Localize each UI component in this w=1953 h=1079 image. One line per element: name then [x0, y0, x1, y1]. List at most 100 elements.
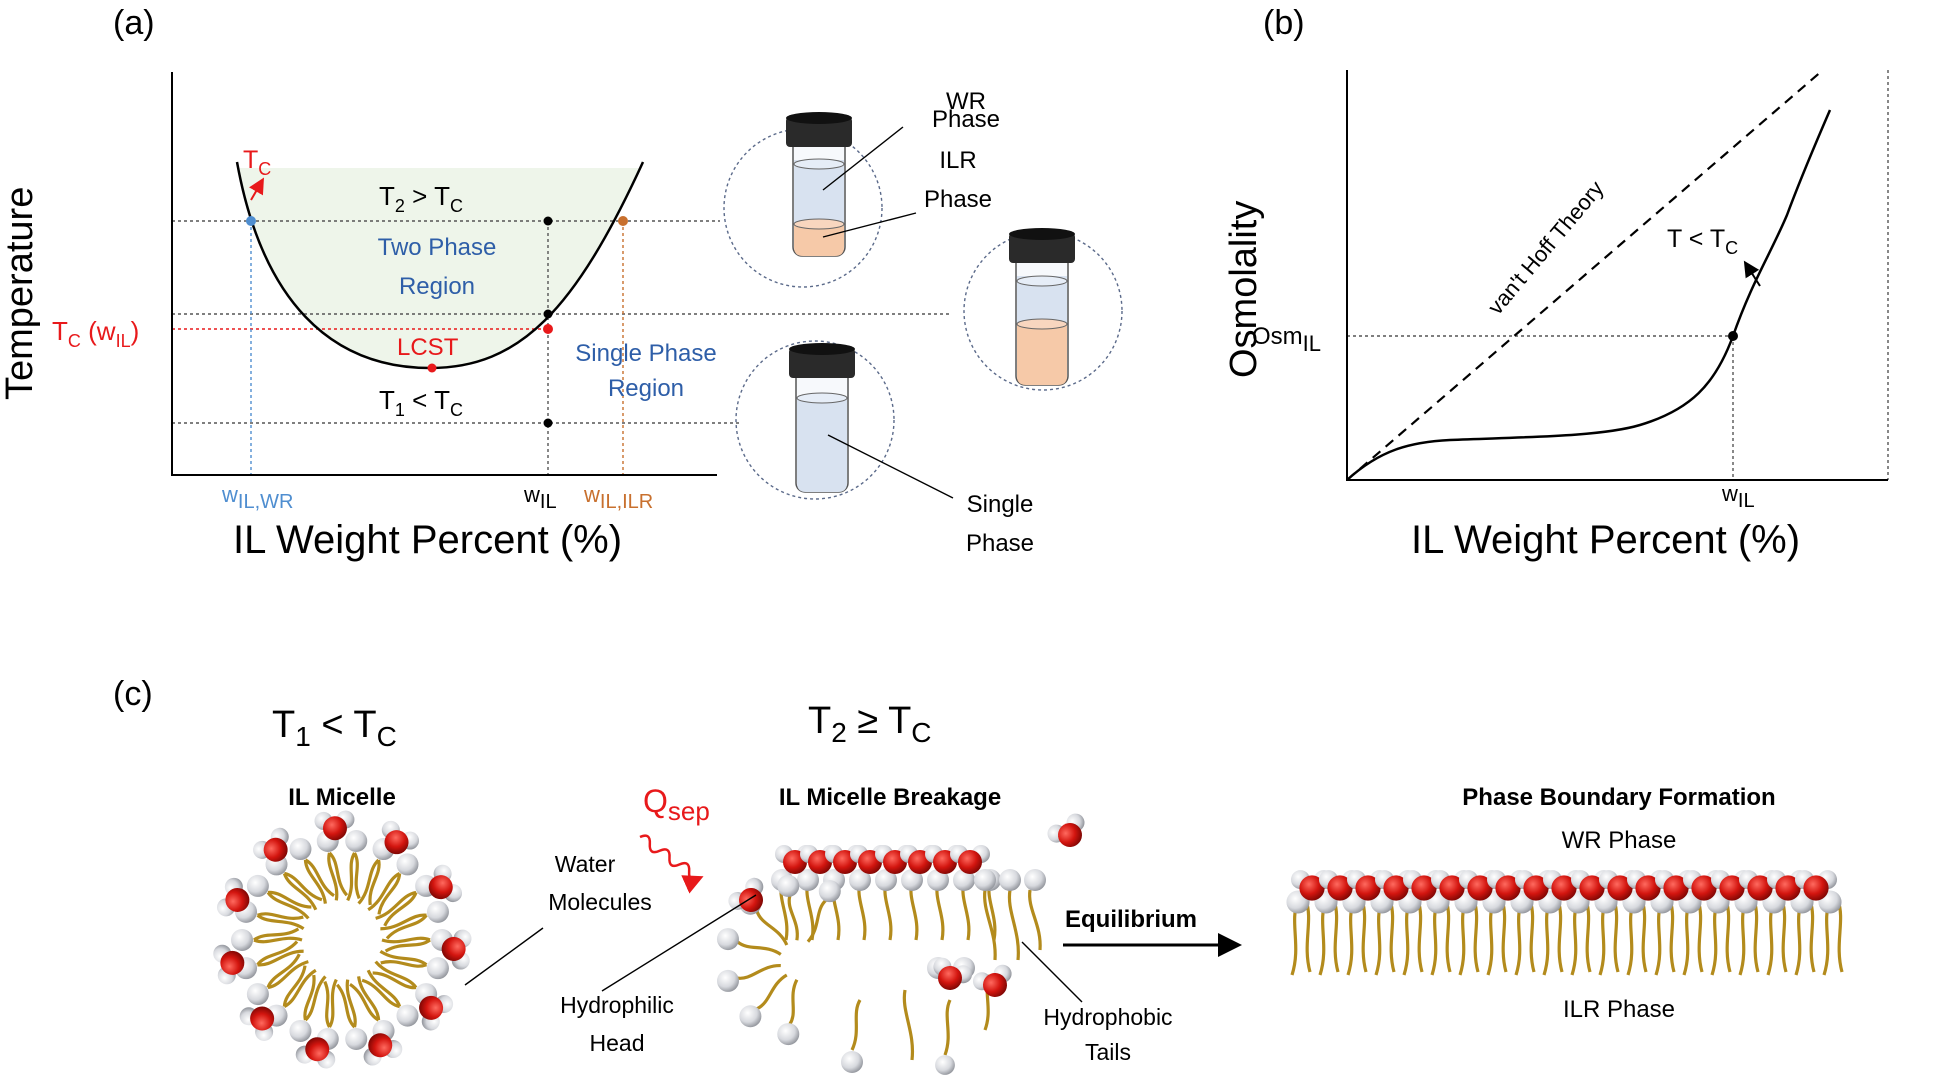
hydrophobic-tail: [943, 999, 952, 1056]
hydrophilic-head: [1024, 869, 1046, 891]
hydrophilic-head: [426, 900, 449, 923]
hydrophobic-tail: [267, 960, 309, 990]
hydrophilic-head: [716, 928, 739, 951]
hydrophobic-tail: [1584, 899, 1592, 973]
single-vial-line2: Phase: [966, 530, 1034, 557]
hydrophobic-tail: [902, 989, 915, 1061]
single-vial-line1: Single: [967, 491, 1034, 518]
point-lcst: [427, 363, 437, 373]
hydrophobic-tail: [256, 940, 299, 966]
water-molecule: [314, 810, 355, 841]
panel-b-ylabel: Osmolality: [1223, 201, 1265, 378]
panel-a-xlabel: IL Weight Percent (%): [233, 518, 622, 562]
q-sep-label: Qsep: [643, 783, 710, 826]
hydrophobic-tail: [303, 974, 316, 1021]
hydrophobic-tail: [375, 890, 417, 920]
water-molecule: [216, 877, 250, 917]
tc-label: TC: [243, 146, 271, 179]
water-molecule: [1627, 870, 1669, 901]
hydrophilic-head: [797, 869, 819, 891]
hydrophilic-head: [246, 983, 269, 1006]
hydrophilic-head: [777, 1023, 800, 1046]
tails-line1: Hydrophobic: [1043, 1004, 1172, 1030]
tc-arrow: [249, 177, 265, 201]
point-osm: [1728, 331, 1738, 341]
hydrophobic-tail: [737, 963, 781, 980]
hydrophobic-tail: [380, 913, 427, 931]
panel-a-axes: [171, 72, 717, 476]
hydrophobic-tail: [353, 852, 361, 900]
vant-hoff-line: [1346, 69, 1824, 481]
hydrophilic-head: [716, 969, 739, 992]
hydrophobic-tail: [1007, 889, 1020, 961]
water-molecule: [1047, 813, 1085, 847]
head-leader: [601, 894, 757, 992]
panel-b-label: (b): [1263, 4, 1305, 42]
hydrophobic-tail: [328, 978, 338, 1028]
tc-wil-label: TC (wIL): [52, 316, 139, 351]
hydrophobic-tail: [1696, 899, 1704, 973]
hydrophobic-tail: [1752, 899, 1760, 973]
vial-single-phase: [789, 343, 855, 493]
panel-a-ylabel: Temperature: [0, 187, 41, 400]
hydrophobic-tail: [256, 913, 305, 931]
point-mid: [543, 309, 553, 319]
hydrophobic-tail: [983, 889, 997, 961]
il-micelle-breakage: [716, 813, 1085, 1075]
hydrophobic-tail: [1028, 889, 1042, 951]
osmolality-curve: [1346, 109, 1832, 481]
ilr-phase-line2: Phase: [924, 186, 992, 213]
water-molecule: [933, 957, 973, 990]
hydrophilic-head: [246, 874, 269, 897]
hydrophobic-tail: [1528, 899, 1536, 973]
ilr-phase-label: ILR Phase: [1563, 996, 1675, 1023]
w-wr-label: wIL,WR: [221, 482, 293, 513]
hydrophobic-tail: [335, 983, 356, 1029]
hydrophilic-head: [927, 869, 949, 891]
hydrophobic-tail: [1332, 899, 1340, 973]
ilr-phase-line1: ILR: [939, 147, 976, 174]
vial-circles: [723, 128, 1123, 500]
hydrophobic-tail: [304, 858, 335, 898]
boundary-title: Phase Boundary Formation: [1462, 784, 1775, 811]
t-arrow: [1743, 260, 1761, 287]
hydrophobic-tail: [1836, 899, 1844, 973]
water-molecule: [213, 944, 245, 985]
hydrophobic-tail: [327, 852, 339, 901]
water-molecule: [239, 1006, 275, 1041]
tails-line2: Tails: [1085, 1039, 1131, 1065]
water-molecule: [1795, 870, 1837, 901]
hydrophilic-head: [901, 869, 923, 891]
hydrophobic-tail: [788, 979, 799, 1026]
water-molecule: [253, 827, 289, 862]
hydrophobic-tail: [304, 975, 327, 1022]
point-t2: [543, 216, 553, 226]
hydrophilic-head: [396, 853, 419, 876]
vial-leaders: [822, 126, 954, 499]
water-line1: Water: [555, 851, 616, 877]
hydrophilic-head: [849, 869, 871, 891]
water-molecule: [950, 845, 990, 874]
hydrophobic-tail: [1724, 899, 1732, 973]
t1-label: T1 < TC: [379, 385, 463, 420]
hydrophobic-tail: [1668, 899, 1676, 973]
hydrophobic-tail: [787, 895, 799, 941]
hydrophobic-tail: [346, 852, 356, 902]
hydrophobic-tail: [1416, 899, 1424, 973]
hydrophilic-head: [289, 838, 312, 861]
w-ilr-label: wIL,ILR: [583, 482, 653, 513]
hydrophobic-tail: [381, 936, 431, 944]
hydrophobic-tail: [1780, 899, 1788, 973]
guide-lines: [172, 220, 950, 475]
hydrophobic-tail: [806, 899, 828, 943]
hydrophobic-tail: [357, 976, 381, 1021]
hydrophobic-tail: [1556, 899, 1564, 973]
hydrophobic-tail: [379, 949, 428, 967]
hydrophilic-head: [875, 869, 897, 891]
t2-label: T2 > TC: [379, 181, 463, 216]
hydrophilic-head: [231, 929, 253, 951]
point-w-wr: [246, 216, 256, 226]
panel-b-xlabel: IL Weight Percent (%): [1411, 518, 1800, 562]
c-t2-label: T2 ≥ TC: [808, 700, 932, 748]
hydrophobic-tail: [283, 968, 317, 1008]
